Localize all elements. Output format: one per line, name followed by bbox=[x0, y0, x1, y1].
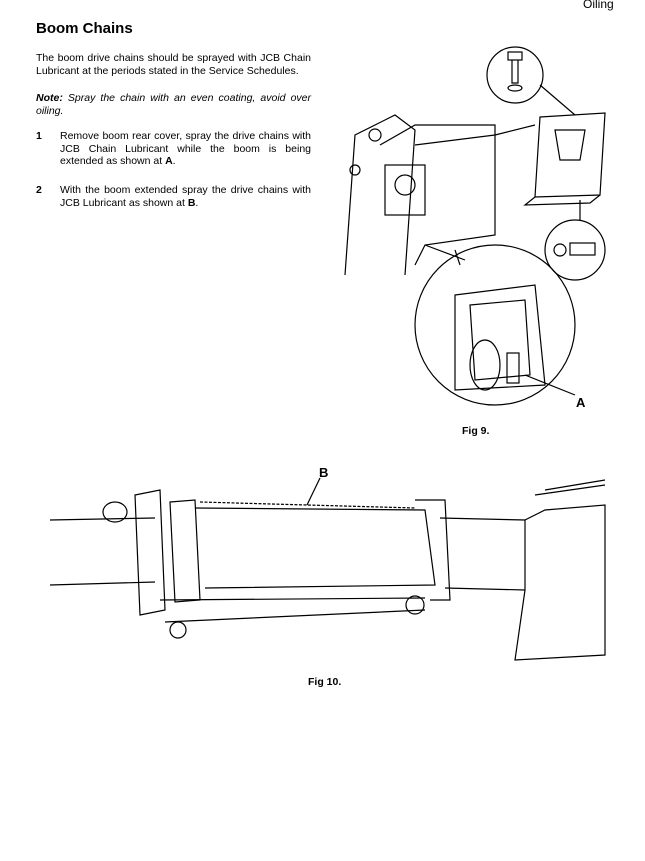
fig10-illustration: B bbox=[49, 465, 606, 661]
step-text: Remove boom rear cover, spray the drive … bbox=[60, 130, 311, 167]
callout-b: B bbox=[319, 465, 328, 480]
note-label: Note: bbox=[36, 92, 63, 104]
note-paragraph: Note: Spray the chain with an even coati… bbox=[36, 92, 311, 117]
step-number: 2 bbox=[36, 184, 42, 196]
callout-a: A bbox=[576, 395, 586, 410]
section-header: Oiling bbox=[583, 0, 614, 11]
fig10-caption: Fig 10. bbox=[308, 676, 342, 688]
step-1: 1 Remove boom rear cover, spray the driv… bbox=[36, 130, 311, 168]
fig9-illustration: A bbox=[344, 46, 606, 410]
step-text: With the boom extended spray the drive c… bbox=[60, 184, 311, 209]
fig9-caption: Fig 9. bbox=[462, 425, 490, 437]
note-text: Spray the chain with an even coating, av… bbox=[36, 92, 311, 117]
step-2: 2 With the boom extended spray the drive… bbox=[36, 184, 311, 209]
intro-paragraph: The boom drive chains should be sprayed … bbox=[36, 52, 311, 77]
step-ref: B bbox=[187, 196, 196, 209]
page-title: Boom Chains bbox=[36, 20, 133, 37]
step-end: . bbox=[195, 196, 199, 209]
step-end: . bbox=[172, 155, 176, 167]
step-ref: A bbox=[165, 155, 173, 167]
step-number: 1 bbox=[36, 130, 42, 142]
